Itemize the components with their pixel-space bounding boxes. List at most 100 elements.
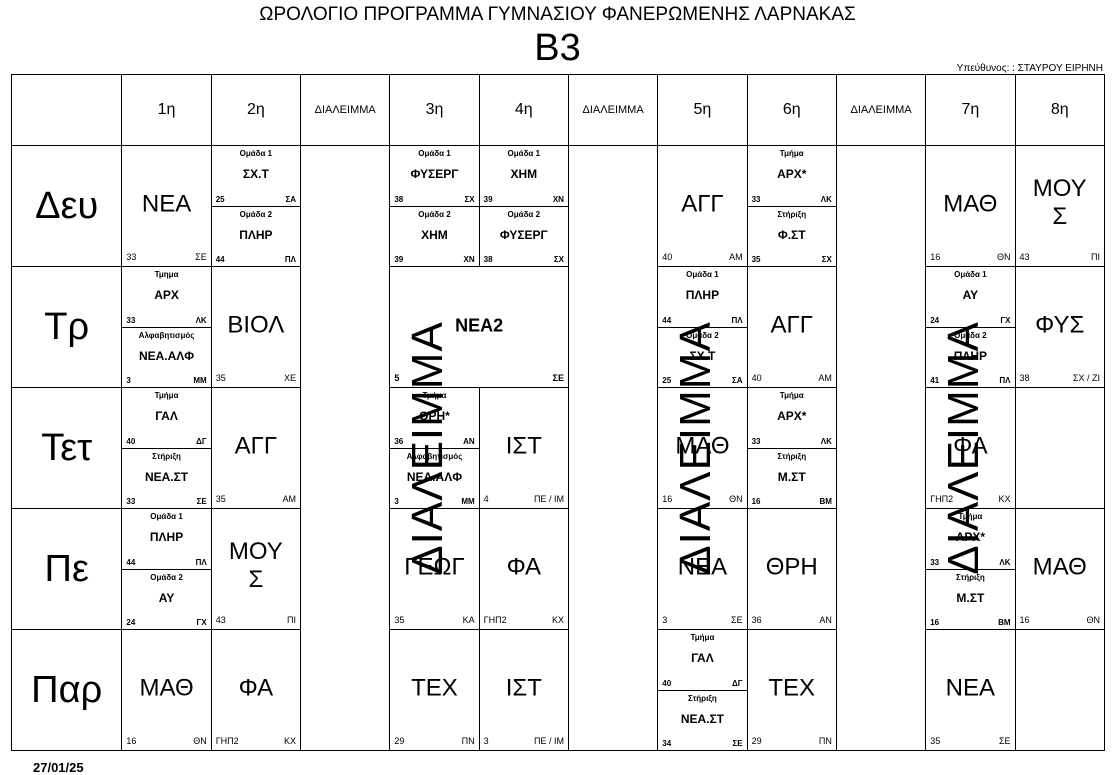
subject: ΘΡΗ [765, 553, 818, 581]
teacher: ΜΜ [193, 376, 207, 385]
print-date: 27/01/25 [33, 760, 84, 775]
subject: ΝΕΑ.ΣΤ [144, 469, 189, 484]
subject: ΓΑΛ [691, 651, 714, 665]
teacher: ΣΧ [821, 255, 832, 264]
teacher: ΠΛ [731, 315, 743, 325]
room: 33 [751, 194, 761, 204]
teacher: ΧΕ [284, 373, 297, 383]
room: 3 [394, 497, 399, 506]
subject: Μ.ΣΤ [777, 469, 806, 484]
header-cell [10, 74, 123, 146]
room: 3 [126, 376, 131, 385]
room: 35 [394, 615, 405, 625]
room: 16 [662, 494, 673, 504]
subject: ΧΗΜ [510, 167, 538, 181]
group-label: Τμημα [154, 270, 179, 279]
room: 38 [483, 255, 493, 264]
subject: ΑΓΓ [234, 432, 278, 460]
teacher: ΠΝ [461, 736, 475, 746]
lesson-cell: ΝΕΑ 35 ΣΕ [925, 629, 1016, 751]
room: 43 [215, 615, 226, 625]
room: 35 [751, 255, 761, 264]
subject: ΓΑΛ [155, 409, 178, 423]
subject: ΠΛΗΡ [685, 288, 720, 302]
teacher: ΠΙ [287, 615, 297, 625]
room: 41 [930, 376, 940, 385]
subject: ΑΡΧ* [777, 167, 807, 181]
teacher: ΧΝ [552, 194, 564, 204]
subject: ΑΥ [962, 288, 979, 302]
teacher: ΣΕ [998, 736, 1011, 746]
room: 24 [126, 618, 136, 627]
group-label: Ομάδα 2 [507, 209, 541, 219]
subject: ΜΑΘ [675, 432, 730, 460]
room: 3 [662, 615, 668, 625]
header-cell-break: ΔΙΑΛΕΙΜΜΑ [300, 74, 391, 146]
subject: ΠΛΗΡ [149, 530, 184, 544]
lesson-cell: ΦΑ ΓΗΠ2 ΚΧ [210, 629, 302, 751]
room: ΓΗΠ2 [930, 494, 954, 504]
teacher: ΛΚ [195, 315, 207, 325]
subject: Μ.ΣΤ [956, 590, 985, 605]
subject: ΓΕΩΓ [404, 553, 465, 581]
header-cell: 8η [1014, 74, 1106, 146]
teacher: ΒΜ [819, 497, 832, 506]
group-label: Αλφαβητισμός [406, 451, 463, 461]
teacher: ΚΧ [998, 494, 1011, 504]
room: 16 [126, 736, 137, 746]
room: 35 [930, 736, 941, 746]
room: 33 [126, 315, 136, 325]
group-label: Αλφαβητισμός [138, 330, 195, 340]
day-name: Παρ [10, 629, 123, 751]
room: 43 [1019, 252, 1030, 262]
room: 36 [394, 436, 404, 446]
subject: ΦΑ [238, 674, 274, 702]
teacher: ΚΧ [284, 736, 297, 746]
subject: ΦΑ [953, 432, 988, 460]
subject: ΝΕΑ [945, 674, 996, 702]
header-cell-break: ΔΙΑΛΕΙΜΜΑ [835, 74, 927, 146]
room: 36 [751, 615, 762, 625]
subject: ΤΕΧ [411, 674, 458, 702]
header-cell: 2η [210, 74, 302, 146]
room: 33 [126, 497, 136, 506]
room: ΓΗΠ2 [215, 736, 239, 746]
subject: ΑΥ [158, 590, 175, 605]
teacher: ΣΕ [196, 497, 207, 506]
teacher: ΠΙ [1091, 252, 1100, 262]
subject: ΝΕΑ [677, 553, 728, 581]
header-cell: 7η [925, 74, 1016, 146]
room: 16 [930, 618, 940, 627]
subject: ΘΡΗ* [419, 409, 450, 423]
group-label: Ομάδα 1 [507, 149, 541, 158]
group-label: Τμήμα [422, 391, 447, 400]
header-cell: 1η [121, 74, 212, 146]
group-label: Τμήμα [154, 391, 179, 400]
subject: ΜΑΘ [139, 674, 194, 702]
header-cell: 3η [389, 74, 480, 146]
group-label: Ομάδα 1 [418, 149, 451, 158]
group-label: Ομάδα 2 [239, 209, 273, 219]
room: 38 [394, 194, 404, 204]
teacher: ΠΝ [818, 736, 832, 746]
subject: ΦΥΣΕΡΓ [410, 167, 459, 181]
subject: ΤΕΧ [768, 674, 816, 702]
teacher: ΣΧ [464, 194, 475, 204]
teacher: ΣΕ [195, 252, 207, 262]
